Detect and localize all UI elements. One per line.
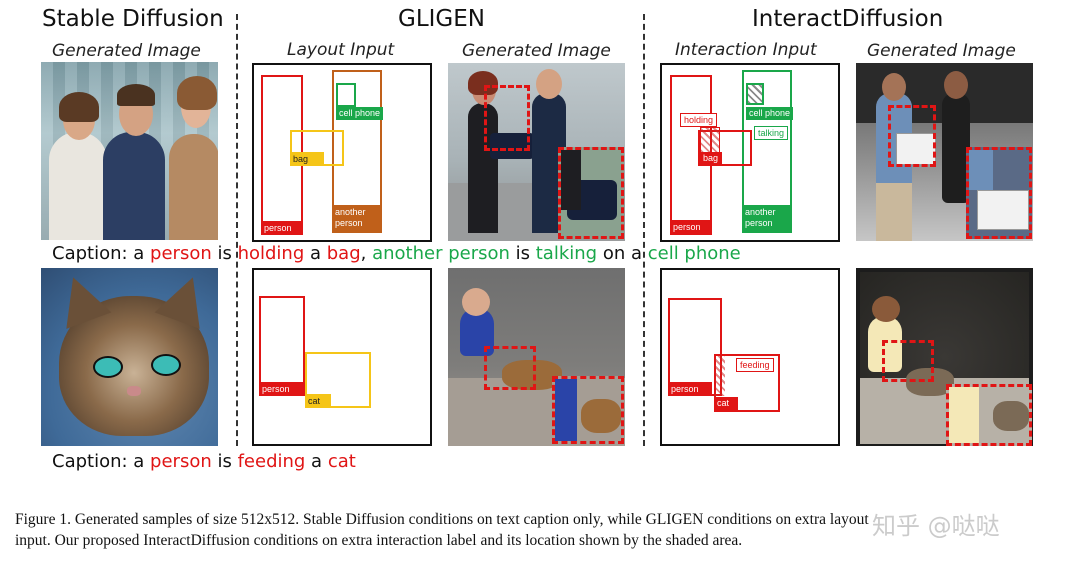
label-cat-ia-r2: cat [714,397,738,410]
caption-row1-s3: , [360,243,373,264]
caption-row1-prefix: Caption: a [52,243,151,264]
label-person-ia-r2: person [668,382,712,396]
caption-row1-s5: on a [597,243,648,264]
box-cell-phone-ia [746,83,764,105]
label-another-person-ia-text: another person [745,207,776,228]
subheader-sd-generated: Generated Image [52,41,201,61]
box-feeding-shaded [715,356,725,396]
gligen-generated-image-row2 [448,268,625,446]
figure-caption-line2: input. Our proposed InteractDiffusion co… [15,532,743,549]
interact-generated-image-row2 [856,268,1033,446]
interact-row1-highlight [888,105,936,167]
label-another-person-text: another person [335,207,366,228]
gligen-row1-highlight [484,85,530,151]
label-person: person [261,221,303,235]
label-talking: talking [754,126,789,140]
caption-row1-talking: talking [535,243,598,264]
caption-row1-holding: holding [237,243,305,264]
caption-row2-feeding: feeding [237,451,306,472]
label-bag: bag [290,152,324,166]
interact-row1-zoom-inset [966,147,1032,239]
interact-generated-image-row1 [856,63,1033,241]
label-holding: holding [680,113,718,127]
figure-caption: Figure 1. Generated samples of size 512x… [15,509,1055,551]
subheader-interact-generated: Generated Image [867,41,1016,61]
interaction-input-row2: person feeding cat [660,268,840,446]
label-feeding: feeding [736,358,774,372]
gligen-layout-input-row1: person another person cell phone bag [252,63,432,242]
header-gligen: GLIGEN [398,6,485,32]
gligen-row1-zoom-inset [558,147,624,239]
caption-row1-bag: bag [326,243,361,264]
sd-generated-image-cat [41,268,218,446]
label-person-r2: person [259,382,305,396]
label-cat-r2: cat [305,394,331,408]
label-another-person: another person [332,205,382,233]
subheader-layout-input: Layout Input [287,40,395,60]
caption-row1-s1: is [211,243,238,264]
caption-row1-another-person: another person [372,243,510,264]
caption-row2-prefix: Caption: a [52,451,151,472]
caption-row1-person: person [150,243,212,264]
label-bag-ia: bag [700,152,722,165]
caption-row1-s4: is [509,243,536,264]
gligen-layout-input-row2: person cat [252,268,432,446]
box-cat-r2 [305,352,371,408]
watermark: 知乎 @哒哒 [872,512,1000,540]
subheader-interaction-input: Interaction Input [675,40,817,60]
caption-row2-s1: is [211,451,238,472]
caption-row2: Caption: a person is feeding a cat [52,451,356,472]
header-interactdiffusion: InteractDiffusion [752,6,944,32]
caption-row2-cat: cat [327,451,356,472]
separator-right [643,14,645,446]
box-bag-ia [698,130,752,166]
gligen-generated-image-row1 [448,63,625,241]
box-holding-shaded [700,127,720,153]
box-cell-phone [336,83,356,107]
sd-generated-image-people-phones [41,62,218,240]
caption-row1-s2: a [304,243,327,264]
label-cell-phone: cell phone [336,107,384,120]
figure-caption-line1: Figure 1. Generated samples of size 512x… [15,511,869,528]
separator-left [236,14,238,446]
header-stable-diffusion: Stable Diffusion [42,6,224,32]
caption-row1: Caption: a person is holding a bag, anot… [52,243,741,264]
caption-row2-person: person [150,451,212,472]
interaction-input-row1: person another person cell phone talking… [660,63,840,242]
interact-row2-highlight [882,340,934,382]
caption-row1-cell-phone: cell phone [647,243,741,264]
caption-row2-s2: a [305,451,328,472]
subheader-gligen-generated: Generated Image [462,41,611,61]
gligen-row2-highlight [484,346,536,390]
label-person-ia: person [670,220,712,235]
box-person-r2 [259,296,305,396]
gligen-row2-zoom-inset [552,376,624,444]
label-cell-phone-ia: cell phone [746,107,794,120]
interact-row2-zoom-inset [946,384,1032,446]
label-another-person-ia: another person [742,205,792,233]
